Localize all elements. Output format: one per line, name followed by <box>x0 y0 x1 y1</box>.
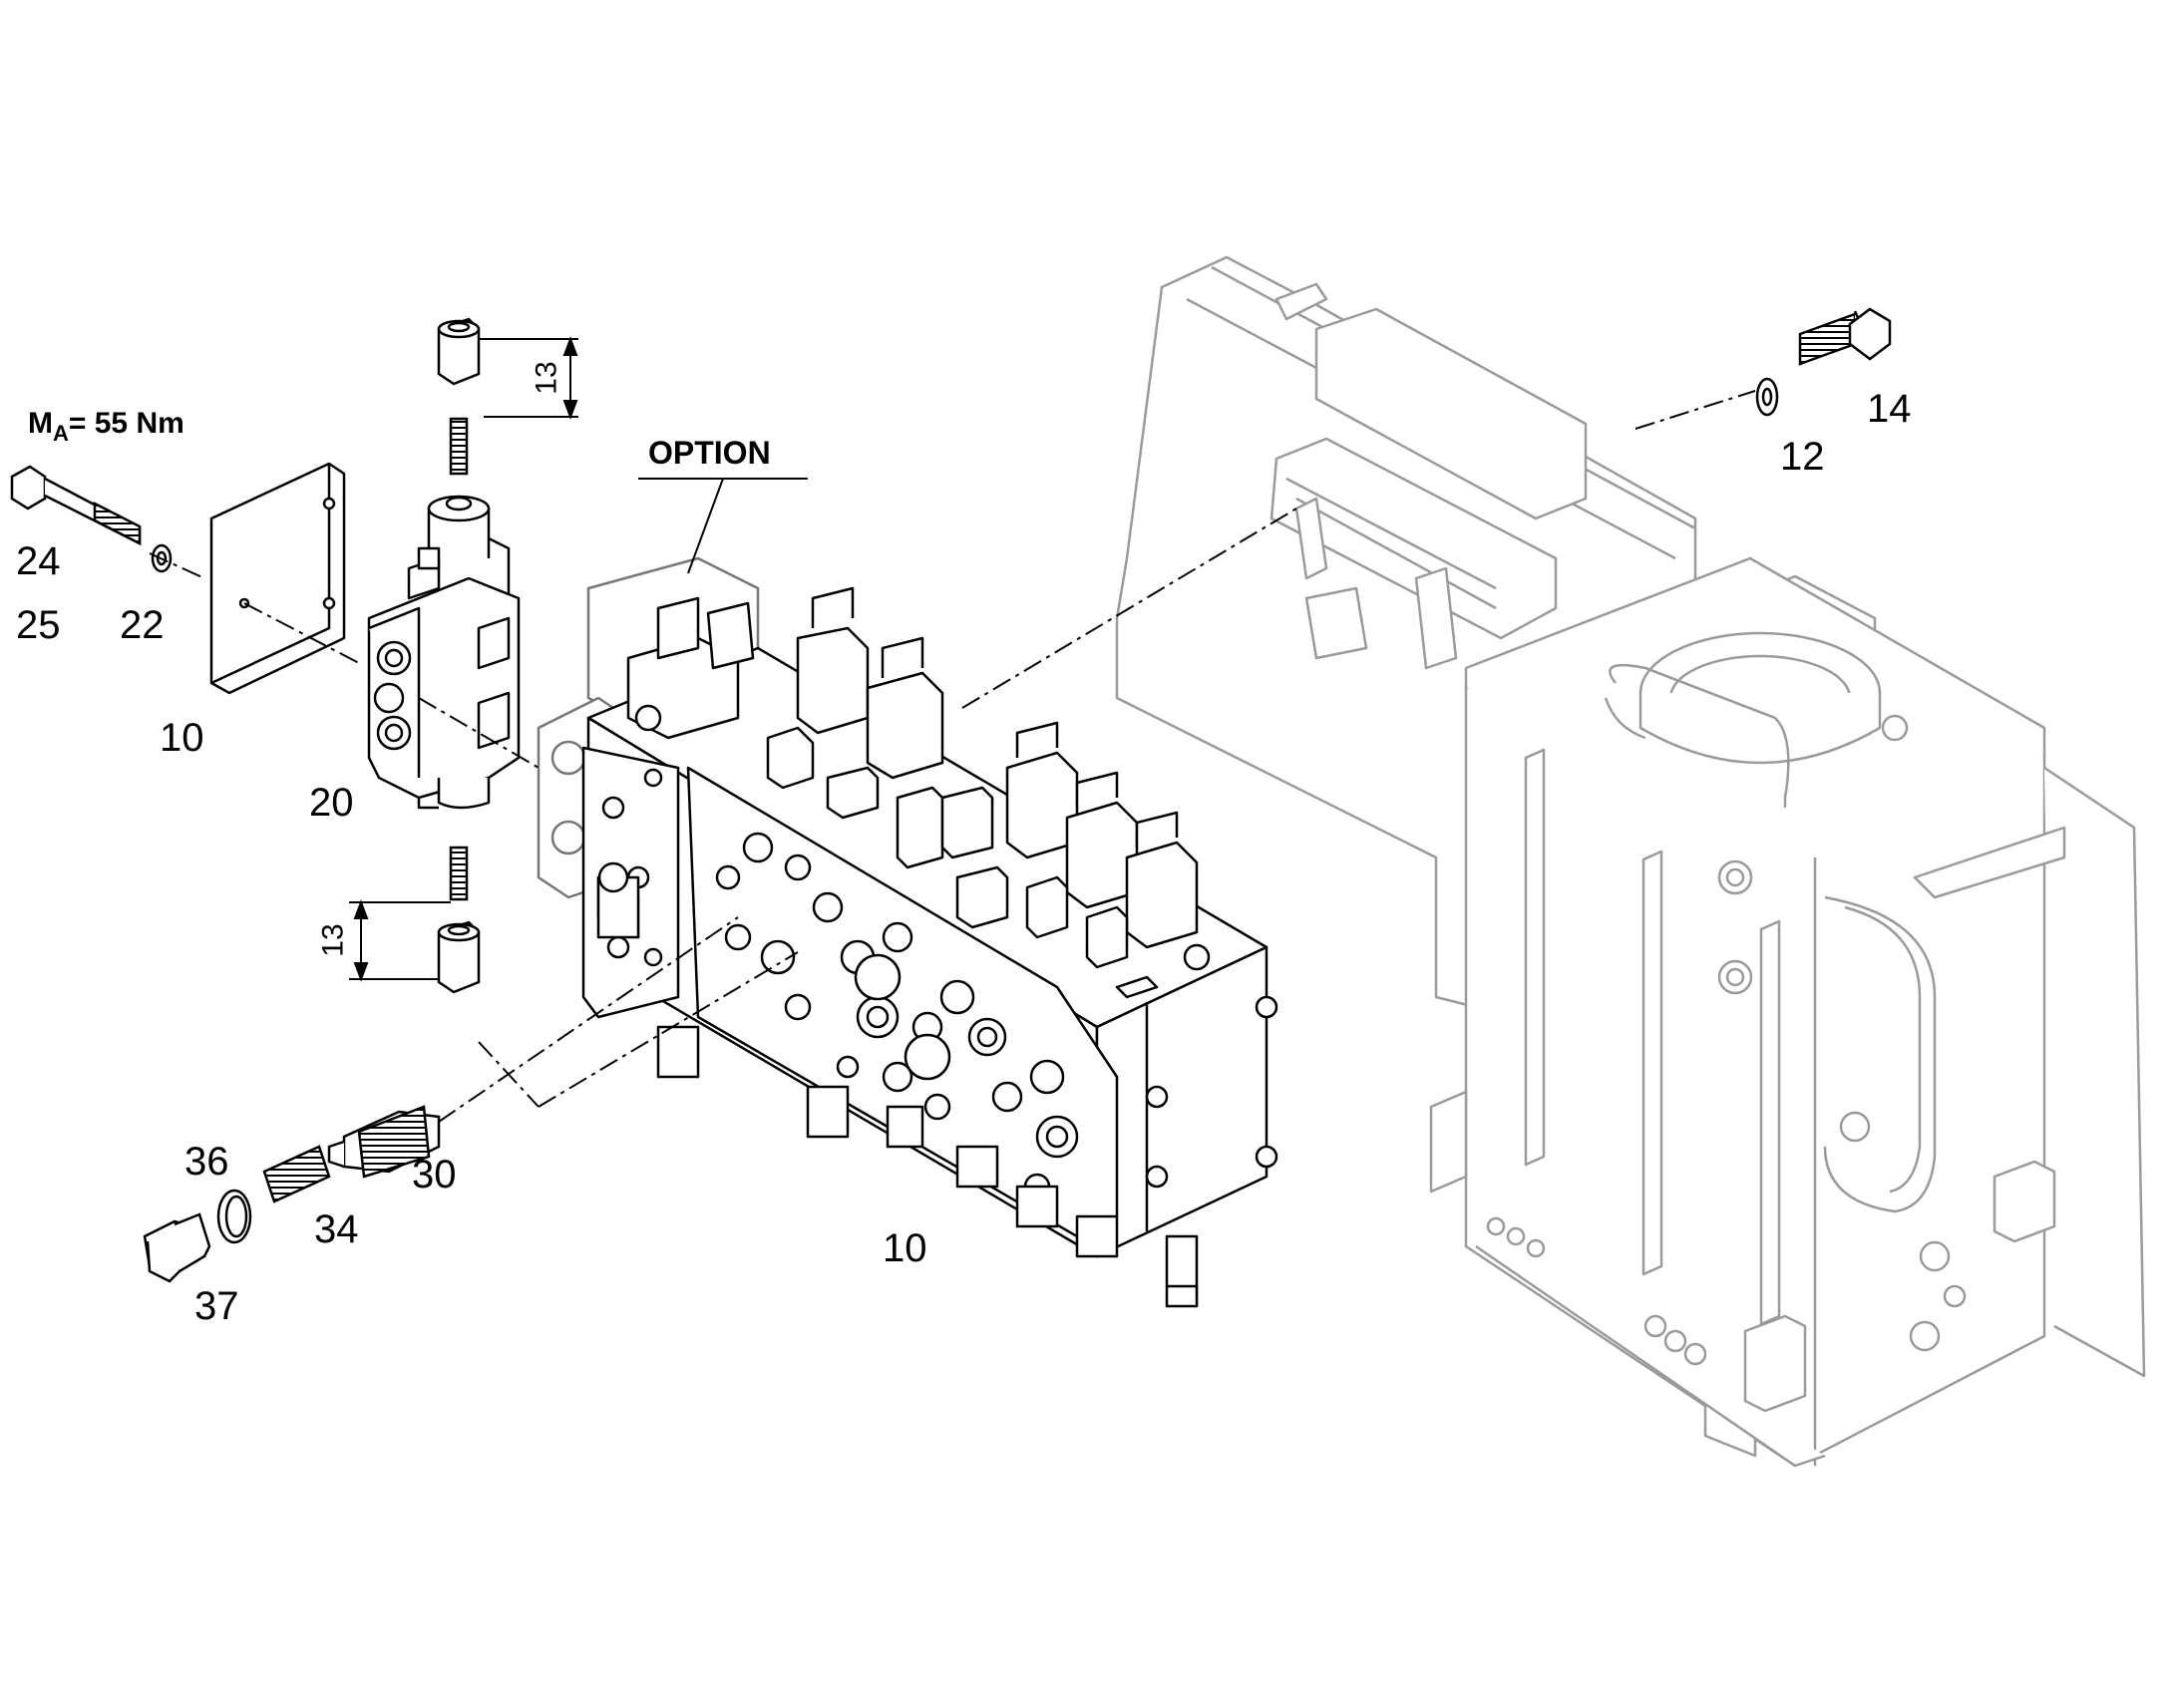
bolt-14 <box>1798 307 1892 366</box>
machine-frame <box>1115 255 2146 1468</box>
control-valve-block <box>537 556 1278 1308</box>
callout-30: 30 <box>412 1153 457 1196</box>
o-ring-36 <box>216 1189 252 1244</box>
torque-symbol: M <box>28 407 53 440</box>
callout-14: 14 <box>1867 387 1912 431</box>
torque-subscript: A <box>53 421 69 446</box>
bolt-24 <box>10 465 142 546</box>
option-leader <box>638 478 808 574</box>
dimension-upper <box>479 336 578 420</box>
callout-24: 24 <box>16 539 61 583</box>
callout-22: 22 <box>120 603 165 647</box>
torque-note: MA= 55 Nm <box>28 409 184 445</box>
relief-cartridge-30 <box>327 1105 441 1179</box>
dimension-upper-label: 13 <box>530 361 563 395</box>
dimension-lower-label: 13 <box>316 923 350 957</box>
lower-spring-nut <box>437 846 481 994</box>
spring-34 <box>262 1145 331 1203</box>
torque-value: = 55 Nm <box>68 407 184 440</box>
plug-37 <box>143 1212 211 1283</box>
callout-12: 12 <box>1780 435 1825 479</box>
callout-34: 34 <box>314 1207 359 1251</box>
callout-36: 36 <box>184 1140 229 1184</box>
cover-plate <box>209 462 346 695</box>
callout-10-block: 10 <box>883 1226 927 1270</box>
assembly-centerlines <box>149 390 1756 1123</box>
option-label: OPTION <box>648 435 771 471</box>
dimension-lower <box>349 899 451 982</box>
callout-25: 25 <box>16 603 61 647</box>
callout-10-plate: 10 <box>160 716 204 760</box>
aux-valve-section <box>367 495 521 810</box>
callout-37: 37 <box>194 1284 239 1328</box>
upper-spring-nut <box>437 317 481 476</box>
washer-12 <box>1755 377 1779 417</box>
callout-20: 20 <box>309 781 354 825</box>
